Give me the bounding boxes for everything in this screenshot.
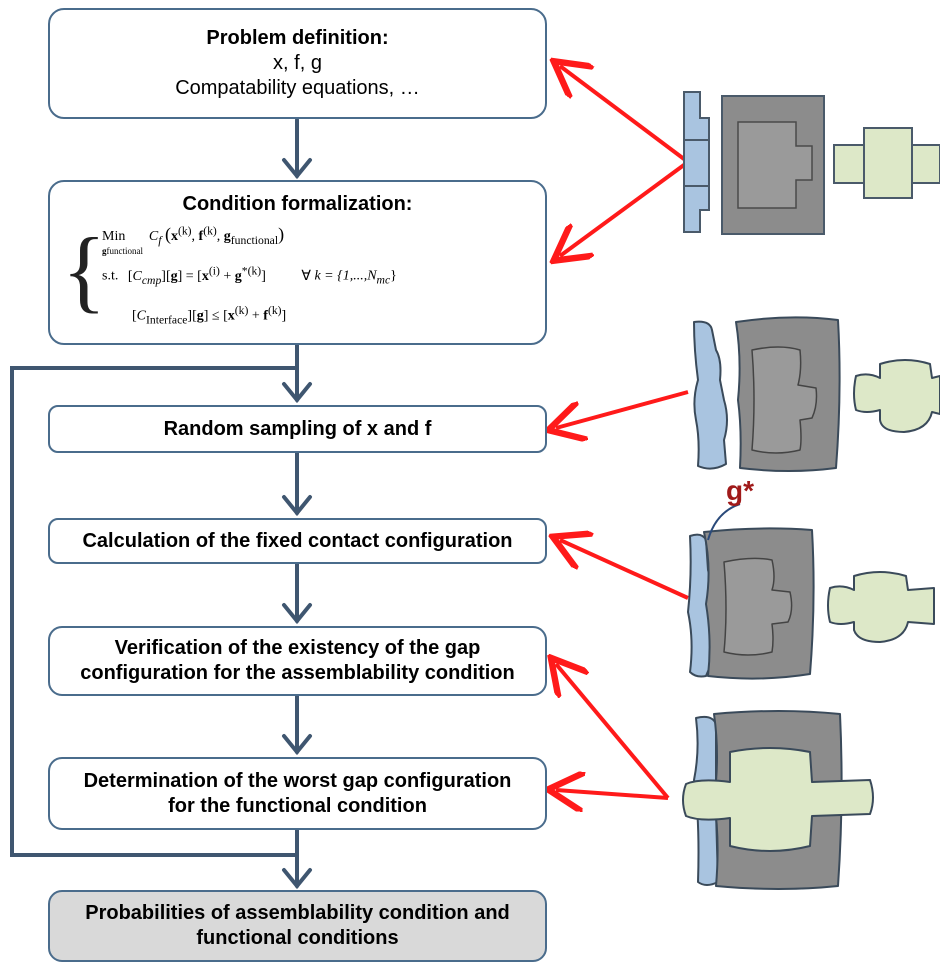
blue-part-sampled [693, 320, 728, 470]
green-shaft-assembled [682, 747, 874, 852]
connector-1-2-head [282, 158, 312, 180]
probabilities-text: Probabilities of assemblability conditio… [85, 902, 510, 949]
verification-text: Verification of the existency of the gap… [80, 637, 515, 684]
connector-4-5-head [282, 603, 312, 625]
problem-definition-title: Problem definition: [206, 27, 389, 49]
nominal-parts-illustration [683, 91, 940, 235]
assembled-parts-illustration [682, 710, 874, 890]
gap-label: g* [726, 475, 754, 506]
fixed-contact-text: Calculation of the fixed contact configu… [82, 529, 513, 552]
red-arrow-to-formalization [560, 160, 690, 256]
loop-back-line [10, 366, 299, 857]
green-shaft-sampled [853, 359, 940, 433]
formula-row-constraint-1: s.t. [Ccmp][g] = [x(i) + g*(k)] ∀ k = {1… [102, 264, 397, 287]
step-random-sampling: Random sampling of x and f [48, 405, 547, 453]
gap-pointer [707, 503, 741, 541]
red-arrow-to-determination [556, 790, 669, 798]
formula-row-objective: Min Cf (x(k), f(k), gfunctional) [102, 224, 285, 247]
formula-row-constraint-2: [CInterface][g] ≤ [x(k) + f(k)] [132, 304, 287, 327]
red-arrows [556, 66, 690, 800]
green-shaft-contact [827, 571, 935, 643]
problem-definition-line-1: x, f, g [273, 52, 322, 74]
red-arrow-to-calculation [560, 540, 689, 600]
step-probabilities: Probabilities of assemblability conditio… [48, 890, 547, 962]
connector-6-7-head [282, 868, 312, 890]
determination-text: Determination of the worst gap configura… [83, 769, 512, 817]
red-arrow-to-verification [556, 664, 670, 800]
random-sampling-text: Random sampling of x and f [163, 417, 432, 440]
red-arrow-to-sampling [556, 390, 689, 428]
step-verification: Verification of the existency of the gap… [48, 626, 547, 696]
fixed-contact-illustration [687, 503, 935, 680]
step-condition-formalization: Condition formalization: { Min Cf (x(k),… [48, 180, 547, 345]
flow-connectors [10, 118, 312, 890]
formula-brace: { [62, 219, 107, 321]
connector-2-3-head [282, 382, 312, 404]
step-problem-definition: Problem definition: x, f, g Compatabilit… [48, 8, 547, 119]
red-arrow-to-problem [560, 66, 690, 164]
optimization-formula: { Min Cf (x(k), f(k), gfunctional) gfunc… [62, 220, 542, 340]
sampled-parts-illustration [693, 316, 940, 472]
formula-min-subscript: gfunctional [102, 246, 143, 256]
step-determination: Determination of the worst gap configura… [48, 757, 547, 830]
problem-definition-line-2: Compatability equations, … [175, 77, 420, 99]
blue-part-nominal [683, 91, 710, 233]
step-fixed-contact: Calculation of the fixed contact configu… [48, 518, 547, 564]
connector-3-4-head [282, 495, 312, 517]
connector-5-6-head [282, 734, 312, 756]
condition-formalization-title: Condition formalization: [182, 193, 413, 215]
green-shaft-nominal [833, 144, 865, 184]
